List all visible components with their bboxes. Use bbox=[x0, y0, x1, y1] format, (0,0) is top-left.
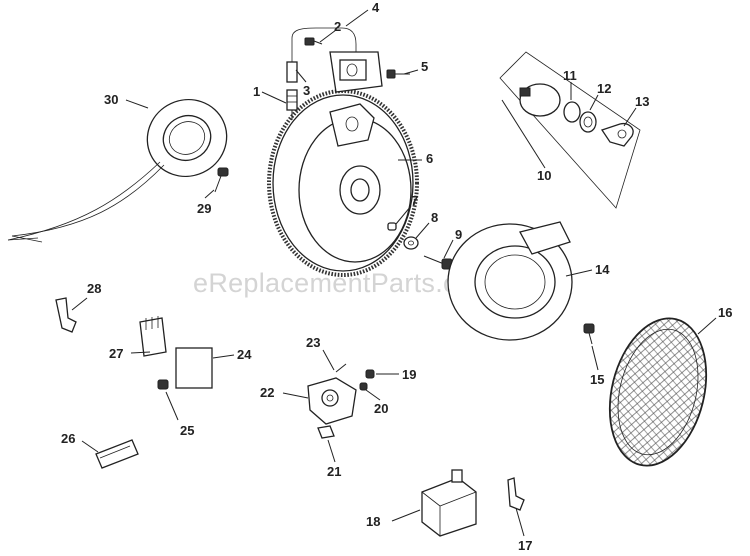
stator-part bbox=[7, 98, 228, 243]
callout-2: 2 bbox=[334, 19, 341, 34]
module-screw-part bbox=[304, 37, 323, 46]
callout-22: 22 bbox=[260, 385, 274, 400]
wire-clip-part bbox=[507, 477, 525, 511]
callout-15: 15 bbox=[590, 372, 604, 387]
callout-28: 28 bbox=[87, 281, 101, 296]
callout-11: 11 bbox=[563, 68, 577, 83]
callout-6: 6 bbox=[426, 151, 433, 166]
callout-13: 13 bbox=[635, 94, 649, 109]
callout-labels: 1 2 3 4 5 6 7 8 9 10 11 12 13 14 15 16 1… bbox=[61, 0, 732, 553]
callout-8: 8 bbox=[431, 210, 438, 225]
callout-3: 3 bbox=[303, 83, 310, 98]
callout-20: 20 bbox=[374, 401, 388, 416]
callout-4: 4 bbox=[372, 0, 380, 15]
ignition-module-part bbox=[286, 27, 383, 93]
callout-7: 7 bbox=[411, 193, 418, 208]
relay-part bbox=[421, 469, 477, 537]
fan-bolt-part bbox=[583, 323, 595, 345]
callout-27: 27 bbox=[109, 346, 123, 361]
flywheel-fasteners bbox=[387, 222, 453, 270]
spark-plug-part bbox=[286, 89, 298, 120]
callout-14: 14 bbox=[595, 262, 610, 277]
callout-25: 25 bbox=[180, 423, 194, 438]
connector-plug-part bbox=[95, 439, 139, 469]
callout-9: 9 bbox=[455, 227, 462, 242]
leader-lines bbox=[71, 9, 717, 537]
callout-24: 24 bbox=[237, 347, 252, 362]
rectifier-bracket-part bbox=[307, 363, 375, 439]
flywheel-part bbox=[267, 89, 419, 277]
callout-19: 19 bbox=[402, 367, 416, 382]
callout-30: 30 bbox=[104, 92, 118, 107]
callout-10: 10 bbox=[537, 168, 551, 183]
callout-23: 23 bbox=[306, 335, 320, 350]
key-switch-assembly bbox=[499, 51, 641, 209]
rectifier-part bbox=[55, 297, 213, 390]
callout-12: 12 bbox=[597, 81, 611, 96]
callout-21: 21 bbox=[327, 464, 341, 479]
callout-1: 1 bbox=[253, 84, 260, 99]
grass-screen-part bbox=[608, 317, 708, 467]
callout-26: 26 bbox=[61, 431, 75, 446]
callout-18: 18 bbox=[366, 514, 380, 529]
blower-fan-part bbox=[447, 221, 573, 341]
callout-29: 29 bbox=[197, 201, 211, 216]
callout-16: 16 bbox=[718, 305, 732, 320]
callout-17: 17 bbox=[518, 538, 532, 553]
callout-5: 5 bbox=[421, 59, 428, 74]
stator-screw-part bbox=[214, 167, 229, 193]
watermark-text: eReplacementParts.com bbox=[193, 268, 495, 298]
module-bolt-part bbox=[386, 69, 410, 79]
